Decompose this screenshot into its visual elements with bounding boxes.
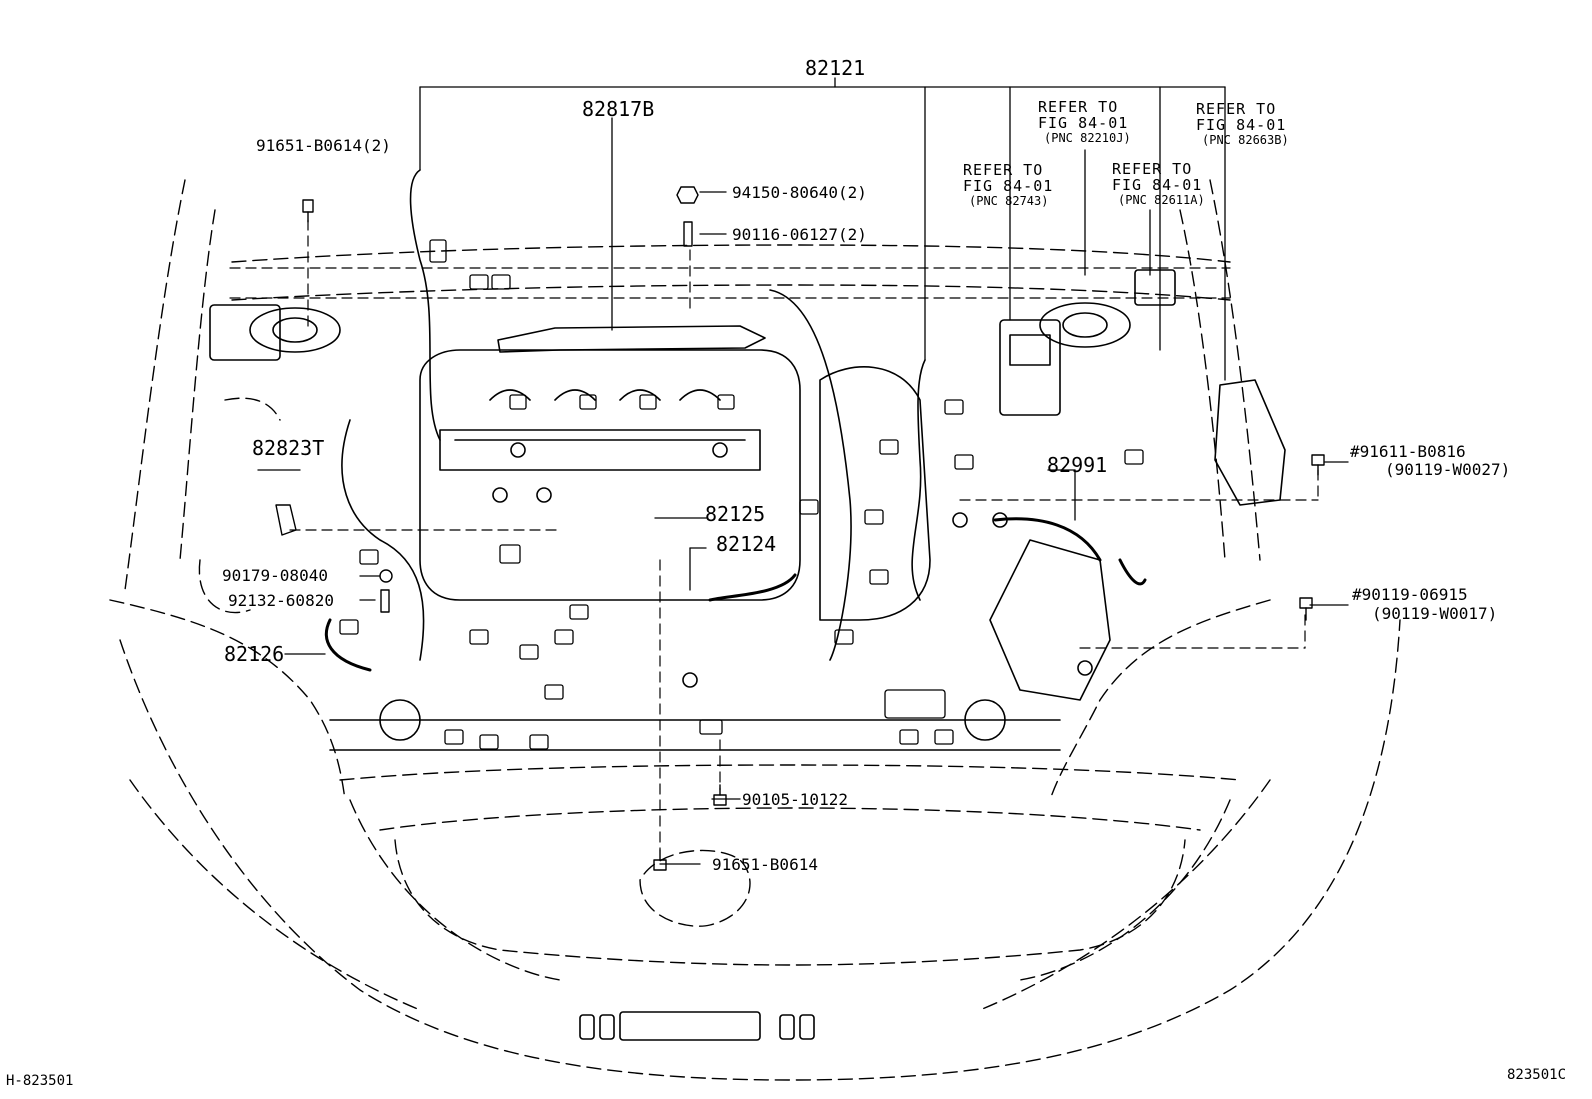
connectors: [339, 239, 1144, 750]
part-label-82823T: 82823T: [252, 436, 325, 460]
diagram-id: H-823501: [6, 1073, 74, 1089]
part-label-92132: 92132-60820: [228, 591, 334, 610]
cables: [324, 517, 1147, 672]
part-label-82991: 82991: [1047, 453, 1108, 477]
part-label-91651-bottom: 91651-B0614: [712, 855, 818, 874]
part-label-82121: 82121: [805, 56, 866, 80]
part-label-82126: 82126: [224, 642, 285, 666]
part-label-94150: 94150-80640(2): [732, 183, 867, 202]
part-label-90105: 90105-10122: [742, 790, 848, 809]
part-label-90119-alt: (90119-W0017): [1372, 604, 1498, 623]
part-label-82124: 82124: [716, 532, 777, 556]
part-label-90116: 90116-06127(2): [732, 225, 867, 244]
part-label-91611-alt: (90119-W0027): [1385, 460, 1511, 479]
part-label-82817B: 82817B: [582, 97, 655, 121]
dashed-lines: [229, 219, 1319, 851]
diagram-code: 823501C: [1507, 1067, 1567, 1083]
fasteners: [275, 186, 1325, 871]
car-body: [109, 179, 1401, 1081]
part-label-91611: #91611-B0816: [1350, 442, 1466, 461]
part-label-91651-top: 91651-B0614(2): [256, 136, 391, 155]
part-label-90179: 90179-08040: [222, 566, 328, 585]
engine-components: [209, 169, 1286, 1041]
leader-lines: [257, 77, 1349, 865]
part-label-82125: 82125: [705, 502, 766, 526]
part-label-90119: #90119-06915: [1352, 585, 1468, 604]
